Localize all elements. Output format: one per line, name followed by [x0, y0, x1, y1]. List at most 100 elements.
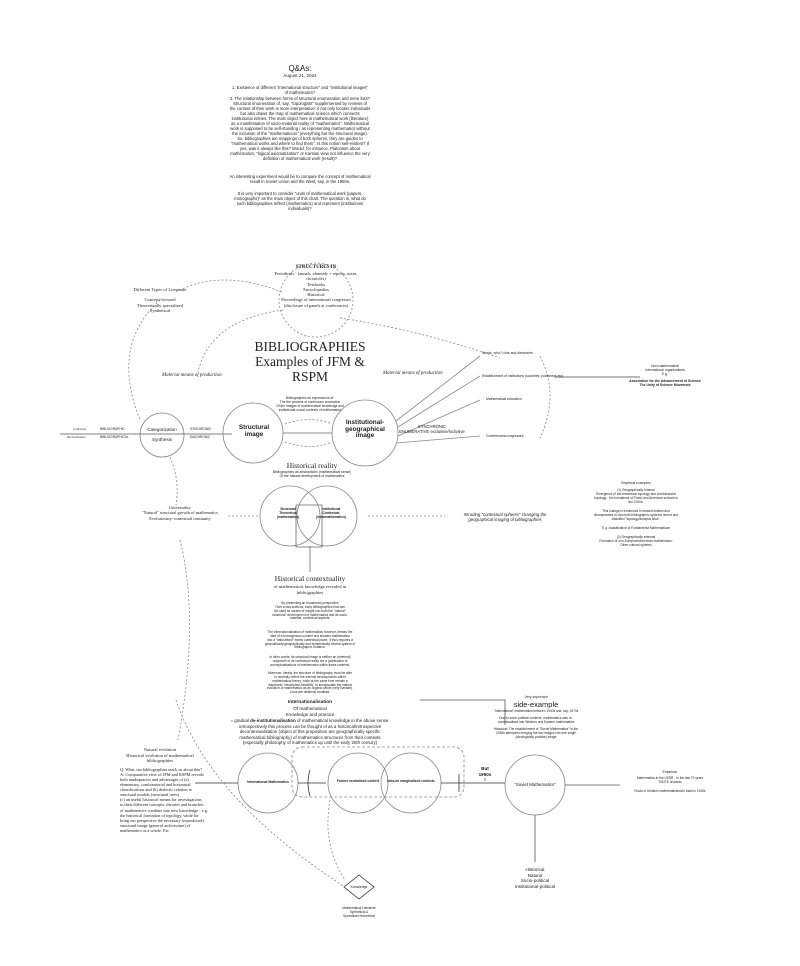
side-example-link	[420, 700, 505, 725]
historical-reality-title: Historical reality	[286, 461, 338, 470]
empirical-right-p2: Roots in Ukrainic mathematicians/in back…	[634, 789, 706, 793]
arc-structures-left	[198, 310, 283, 372]
reconciliation-label: Reconciliation	[67, 435, 86, 439]
marginalized-label: Intra-de marginalized contexts	[387, 779, 435, 783]
qa-date: August 21, 2024	[283, 73, 317, 78]
venn-right-circle	[297, 486, 357, 546]
venn-box	[296, 505, 322, 547]
cat-to-universality	[170, 457, 177, 505]
side-p1: "International" mathematics between 1940…	[493, 709, 579, 713]
literature-body: Concept-focused Theoretically specialize…	[136, 297, 184, 313]
empirical-b4: (2) Geographically external Formation of…	[599, 535, 673, 547]
right-item-education: Mathematical education	[486, 397, 522, 401]
left-to-knowledge	[176, 700, 345, 887]
side-p2: Due to socio-political contexts, mathema…	[497, 716, 575, 724]
synchronic-label: SYNCHRONIC	[190, 427, 212, 431]
bracket-intl	[308, 770, 310, 796]
categorization-label: Categorization	[147, 427, 177, 432]
biblio-note: Bibliographies as expressions of: The th…	[276, 396, 344, 412]
internationalisation-line: = gradual de-institutionalisation of mat…	[210, 718, 410, 723]
internationalisation-title: Internationalisation	[287, 700, 333, 705]
arc-structures-literature	[176, 280, 282, 292]
synchronic-text: SYNCHRONIC ENUMERATIVE exclusive/inclusi…	[399, 424, 465, 435]
qa-title: Q&As:	[288, 64, 312, 73]
bibliographical-label: BIBLIOGRAPHICAL	[100, 435, 129, 439]
fan-2	[398, 376, 480, 427]
fan-3	[398, 400, 480, 436]
far-right-1: Non-mathematical International organizat…	[645, 364, 685, 377]
material-left: Material means of production	[162, 373, 222, 378]
institutional-image-label: Institutional- geographical image	[345, 419, 385, 440]
knowledge-label: Knowledge	[350, 885, 368, 889]
context-dashed-box	[292, 747, 464, 797]
intl-bold: de-institutionalisation	[250, 718, 296, 723]
arc-literature-cat	[129, 300, 160, 420]
diachronic-label: DIACHRONIC	[190, 435, 211, 439]
intl-math-label: International Mathematics	[247, 780, 289, 784]
collection-label: Collection	[73, 427, 87, 431]
structures-title: STRUCTURES IN	[295, 265, 337, 270]
right-item-lists: Words, who? Lists and directories	[482, 351, 533, 355]
left-vertical-dashed	[178, 540, 190, 740]
hc-p1: By presenting an broadened perspective O…	[272, 601, 348, 621]
empirical-b3: E.g. classification of Fundamenta Mathem…	[602, 526, 670, 530]
soviet-label: "Soviet Mathematics"	[514, 782, 556, 787]
synthesis-label: Synthesis	[152, 437, 172, 442]
internationalisation-sub: Of mathematical Knowledge and practice	[285, 706, 335, 717]
side-title: side-example	[513, 700, 559, 709]
right-loop	[540, 356, 550, 438]
hc-p3: In other words, its structural image is …	[269, 655, 351, 667]
knowledge-diamond	[344, 875, 374, 899]
qa-p4: It is very important to consider "units …	[234, 191, 366, 212]
qa-p2: 2. The relationship between forms of str…	[229, 96, 371, 162]
intruding-label: Intruding "contextual spheres" changing …	[463, 512, 547, 523]
empirical-b1: (1) Geographically Internal Emergence of…	[594, 488, 678, 504]
empirical-b2: This change is evidenced in shaved indic…	[593, 509, 679, 521]
empirical-right-p1: Mathematics in the USSR - In the last 70…	[636, 776, 704, 784]
arc-structures-right	[340, 318, 500, 358]
fan-4	[396, 436, 480, 443]
venn-left-circle	[260, 486, 320, 546]
qa-p1: 1. Existence of different "international…	[232, 85, 368, 96]
venn-right-label: Institutional Contextual (metamathematic…	[315, 507, 347, 519]
historical-contextuality-title: Historical contextuality	[274, 574, 346, 583]
intl-post: of mathematical knowledge in the above s…	[295, 718, 390, 723]
side-very-important: Very important	[524, 695, 548, 699]
knowledge-sub: Mathematical Literature Synthetical & Sp…	[342, 906, 376, 918]
structural-image-label: Structural image	[238, 424, 270, 438]
internationalisation-rest: retrospectively this process can be thou…	[238, 724, 382, 745]
qa-p3: An interesting experiment would be to co…	[229, 174, 371, 185]
fan-1	[396, 356, 480, 421]
intl-pre: = gradual	[230, 718, 251, 723]
historical-reality-sub: Bibliographies as abstractions (mathemat…	[272, 470, 352, 479]
to-knowledge	[328, 800, 345, 880]
universality: Universality "Natural" structural growth…	[141, 505, 218, 521]
side-p3: Historical: The establishment of "Soviet…	[493, 727, 579, 739]
main-title: BIBLIOGRAPHIES Examples of JFM & RSPM	[254, 339, 366, 384]
bibliographic-label: BIBLIOGRAPHIC	[100, 427, 125, 431]
historical-contextuality-sub: of mathematical knowledge revealed in bi…	[273, 584, 347, 595]
empirical-right-title: Empirical:	[662, 770, 678, 774]
former-context-circle	[328, 753, 388, 813]
venn-left-label: Structural Theoretical (mathematics)	[276, 507, 300, 519]
literature-title: Different Types of Literature	[133, 287, 187, 292]
empirical-title: Empirical examples	[621, 481, 651, 485]
qa-block: Q: What can bibliographies teach us abou…	[120, 767, 208, 833]
far-right-2: Association for the Advancement of Scien…	[629, 379, 701, 388]
former-centralised-label: Former centralised context	[336, 779, 380, 783]
material-right: Material means of production	[383, 371, 443, 376]
structures-body: Periodicals - (annals, zhurnaly + report…	[274, 271, 358, 308]
right-item-establishment: Establishment of institutions (societies…	[482, 374, 564, 378]
arc-image-top	[285, 420, 332, 425]
categorization-circle	[140, 413, 184, 457]
but-1950s: But 1950s !	[478, 766, 492, 782]
natural-evolution: Natural evolution Historical evolution o…	[126, 747, 194, 763]
hc-p2: The internationalization of mathematics …	[264, 630, 356, 650]
right-item-conferences: Conferences/congresses	[486, 434, 524, 438]
arc-image-bottom	[285, 442, 332, 447]
hc-p4: Moreover, ideally, the structure of bibl…	[266, 671, 354, 695]
historical-bottom: Historical Natural Socio-political Insti…	[514, 867, 556, 889]
structures-circle	[279, 263, 353, 337]
